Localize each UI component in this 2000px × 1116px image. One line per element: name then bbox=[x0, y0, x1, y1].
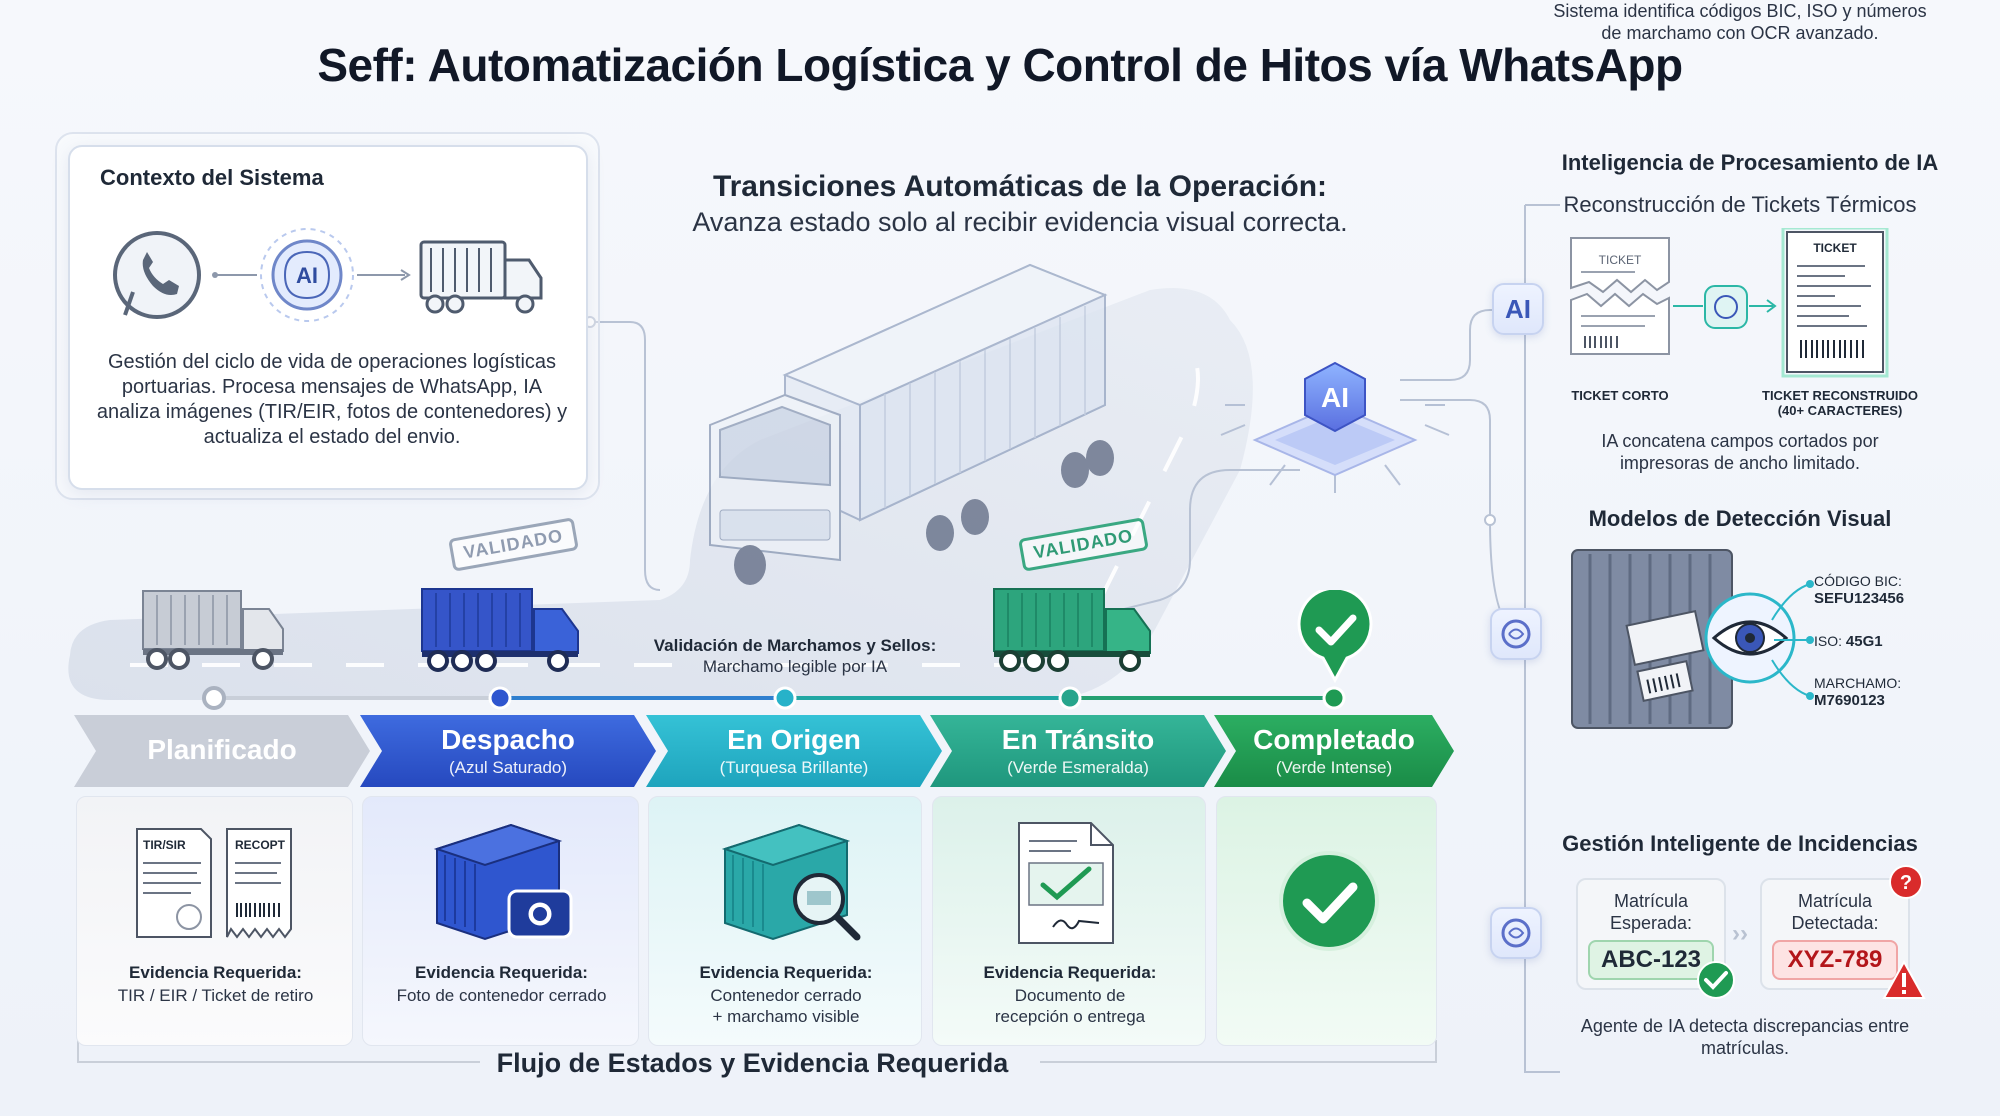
ai-label: AI bbox=[296, 263, 318, 288]
evidence-title: Evidencia Requerida: bbox=[415, 963, 588, 982]
flow-label: Flujo de Estados y Evidencia Requerida bbox=[496, 1048, 1009, 1078]
detected-plate-card: Matrícula Detectada: XYZ-789 bbox=[1760, 878, 1910, 990]
seal-value: M7690123 bbox=[1814, 692, 1885, 709]
visual-detection-heading: Modelos de Detección Visual bbox=[1588, 506, 1892, 531]
ai-badge-icon: AI bbox=[1492, 283, 1544, 335]
evidence-title: Evidencia Requerida: bbox=[699, 963, 873, 982]
container-magnifier-icon bbox=[721, 823, 861, 941]
svg-text:?: ? bbox=[1900, 872, 1912, 894]
ai-brain-badge-icon bbox=[1490, 907, 1542, 959]
evidence-text: Foto de contenedor cerrado bbox=[396, 986, 607, 1005]
incident-heading: Gestión Inteligente de Incidencias bbox=[1562, 831, 1918, 856]
state-sublabel: (Turquesa Brillante) bbox=[719, 758, 869, 777]
bic-detection: CÓDIGO BIC: SEFU123456 bbox=[1814, 573, 1904, 607]
marchamo-subtitle: Marchamo legible por IA bbox=[702, 657, 888, 676]
state-sublabel: (Azul Saturado) bbox=[448, 758, 568, 777]
truck-planificado bbox=[142, 590, 284, 670]
bic-value: SEFU123456 bbox=[1814, 590, 1905, 607]
bic-label: CÓDIGO BIC: bbox=[1814, 573, 1902, 589]
question-badge-icon: ? bbox=[1889, 865, 1923, 899]
documents-icon: TIR/SIR RECOPT bbox=[136, 828, 292, 939]
state-label: Planificado bbox=[147, 734, 297, 765]
ticket-reconstruction: TICKET TICKET bbox=[1570, 228, 1889, 378]
state-label: Despacho bbox=[441, 724, 575, 755]
main-truck-illustration bbox=[709, 263, 1114, 585]
ai-brain-icon bbox=[1704, 285, 1748, 329]
state-completado[interactable]: Completado (Verde Intense) bbox=[1214, 715, 1454, 787]
container-scan-illustration bbox=[1571, 549, 1796, 729]
milestone-dot-despacho bbox=[488, 686, 512, 710]
doc-label: TIR/SIR bbox=[143, 838, 186, 852]
signed-document-icon bbox=[1018, 822, 1114, 944]
expected-plate-label: Matrícula Esperada: bbox=[1609, 891, 1693, 933]
ticket-word: TICKET bbox=[1599, 253, 1642, 267]
page-title: Seff: Automatización Logística y Control… bbox=[317, 39, 1683, 91]
check-badge-icon bbox=[1697, 961, 1735, 999]
reconstructed-ticket-icon: TICKET bbox=[1781, 228, 1889, 378]
ai-processing-note: IA concatena campos cortados por impreso… bbox=[1601, 431, 1879, 473]
incident-note: Agente de IA detecta discrepancias entre… bbox=[1580, 1016, 1910, 1058]
state-en-origen[interactable]: En Origen (Turquesa Brillante) bbox=[646, 715, 942, 787]
marchamo-title: Validación de Marchamos y Sellos: bbox=[653, 636, 937, 655]
doc-label: RECOPT bbox=[235, 838, 286, 852]
chevrons-right-icon: ›› bbox=[1732, 920, 1748, 947]
evidence-text: TIR / EIR / Ticket de retiro bbox=[117, 986, 314, 1005]
iso-value: 45G1 bbox=[1845, 633, 1883, 650]
warning-icon bbox=[1882, 960, 1926, 999]
seal-detection: MARCHAMO: M7690123 bbox=[1814, 675, 1901, 709]
evidence-text: Contenedor cerrado + marchamo visible bbox=[710, 986, 862, 1026]
evidence-title: Evidencia Requerida: bbox=[983, 963, 1157, 982]
milestone-dot-planificado bbox=[202, 686, 226, 710]
central-ai-chip: AI bbox=[1220, 361, 1450, 493]
evidence-column-planificado: TIR/SIR RECOPT Evidencia Requerida: TIR … bbox=[76, 796, 353, 1046]
state-planificado[interactable]: Planificado bbox=[74, 715, 370, 787]
state-label: Completado bbox=[1253, 724, 1415, 755]
state-sublabel: (Verde Esmeralda) bbox=[1007, 758, 1149, 777]
evidence-column-en-origen: Evidencia Requerida: Contenedor cerrado … bbox=[648, 796, 922, 1046]
central-ai-label: AI bbox=[1321, 382, 1349, 413]
detected-plate-value: XYZ-789 bbox=[1772, 940, 1898, 980]
iso-label: ISO: bbox=[1814, 633, 1843, 649]
context-heading: Contexto del Sistema bbox=[100, 165, 324, 190]
container-camera-icon bbox=[433, 823, 573, 941]
state-en-transito[interactable]: En Tránsito (Verde Esmeralda) bbox=[930, 715, 1226, 787]
truck-icon bbox=[419, 240, 543, 314]
detection-connectors bbox=[1771, 580, 1814, 700]
state-despacho[interactable]: Despacho (Azul Saturado) bbox=[360, 715, 656, 787]
visual-detection-note: Sistema identifica códigos BIC, ISO y nú… bbox=[1553, 1, 1927, 43]
detected-plate-label: Matrícula Detectada: bbox=[1791, 891, 1879, 933]
transitions-title: Transiciones Automáticas de la Operación… bbox=[712, 170, 1328, 203]
evidence-text: Documento de recepción o entrega bbox=[994, 986, 1146, 1026]
short-ticket-icon: TICKET bbox=[1570, 237, 1670, 355]
state-sublabel: (Verde Intense) bbox=[1275, 758, 1393, 777]
seal-label: MARCHAMO: bbox=[1814, 675, 1902, 691]
check-pin-icon bbox=[1297, 590, 1373, 684]
evidence-column-despacho: Evidencia Requerida: Foto de contenedor … bbox=[362, 796, 639, 1046]
truck-transito bbox=[993, 588, 1151, 672]
state-label: En Origen bbox=[727, 724, 861, 755]
ai-brain-icon: AI bbox=[260, 228, 354, 322]
ai-brain-badge-icon bbox=[1490, 608, 1542, 660]
state-label: En Tránsito bbox=[1001, 724, 1155, 755]
whatsapp-icon bbox=[113, 231, 201, 319]
ticket-word: TICKET bbox=[1813, 241, 1857, 255]
expected-plate-card: Matrícula Esperada: ABC-123 bbox=[1576, 878, 1726, 990]
iso-detection: ISO: 45G1 bbox=[1814, 633, 1883, 650]
milestone-dot-transito bbox=[1058, 686, 1082, 710]
ai-processing-heading: Inteligencia de Procesamiento de IA bbox=[1561, 150, 1939, 175]
expected-plate-value: ABC-123 bbox=[1588, 940, 1714, 980]
truck-despacho bbox=[421, 588, 579, 672]
ticket-rebuilt-label: TICKET RECONSTRUIDO (40+ CARACTERES) bbox=[1762, 388, 1918, 418]
milestone-dot-origen bbox=[773, 686, 797, 710]
context-description: Gestión del ciclo de vida de operaciones… bbox=[96, 351, 568, 448]
transitions-subtitle: Avanza estado solo al recibir evidencia … bbox=[692, 207, 1348, 237]
context-flow: AI bbox=[113, 228, 543, 322]
milestone-dot-completado bbox=[1322, 686, 1346, 710]
evidence-column-completado bbox=[1216, 796, 1437, 1046]
evidence-title: Evidencia Requerida: bbox=[129, 963, 302, 982]
evidence-column-en-transito: Evidencia Requerida: Documento de recepc… bbox=[932, 796, 1206, 1046]
ai-processing-subtitle: Reconstrucción de Tickets Térmicos bbox=[1563, 192, 1917, 217]
check-circle-icon bbox=[1279, 851, 1379, 951]
ticket-short-label: TICKET CORTO bbox=[1571, 388, 1669, 403]
